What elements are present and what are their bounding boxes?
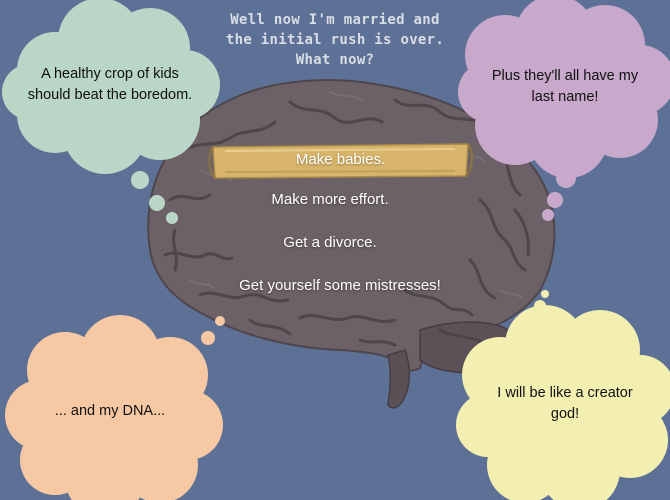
- thought-cloud-top-left: [2, 0, 220, 224]
- choice-get-a-divorce[interactable]: Get a divorce.: [283, 234, 377, 251]
- choice-get-mistresses[interactable]: Get yourself some mistresses!: [239, 277, 441, 294]
- thought-text-top-left: A healthy crop of kids should beat the b…: [27, 66, 193, 103]
- choice-make-babies[interactable]: Make babies.: [295, 151, 386, 168]
- thought-cloud-top-right: [458, 0, 670, 221]
- selection-banner: [208, 143, 473, 179]
- thought-cloud-bottom-left: [5, 315, 225, 500]
- thought-text-top-right: Plus they'll all have my last name!: [491, 68, 639, 105]
- prompt-line-3: What now?: [295, 52, 375, 68]
- prompt-title: Well now I'm married and the initial rus…: [200, 10, 470, 70]
- thought-text-bottom-left: ... and my DNA...: [54, 403, 166, 419]
- thought-cloud-bottom-right: [456, 290, 670, 500]
- prompt-line-1: Well now I'm married and: [230, 12, 440, 28]
- prompt-line-2: the initial rush is over.: [225, 32, 445, 48]
- thought-text-bottom-right: I will be like a creator god!: [497, 385, 633, 422]
- choice-make-more-effort[interactable]: Make more effort.: [271, 191, 389, 208]
